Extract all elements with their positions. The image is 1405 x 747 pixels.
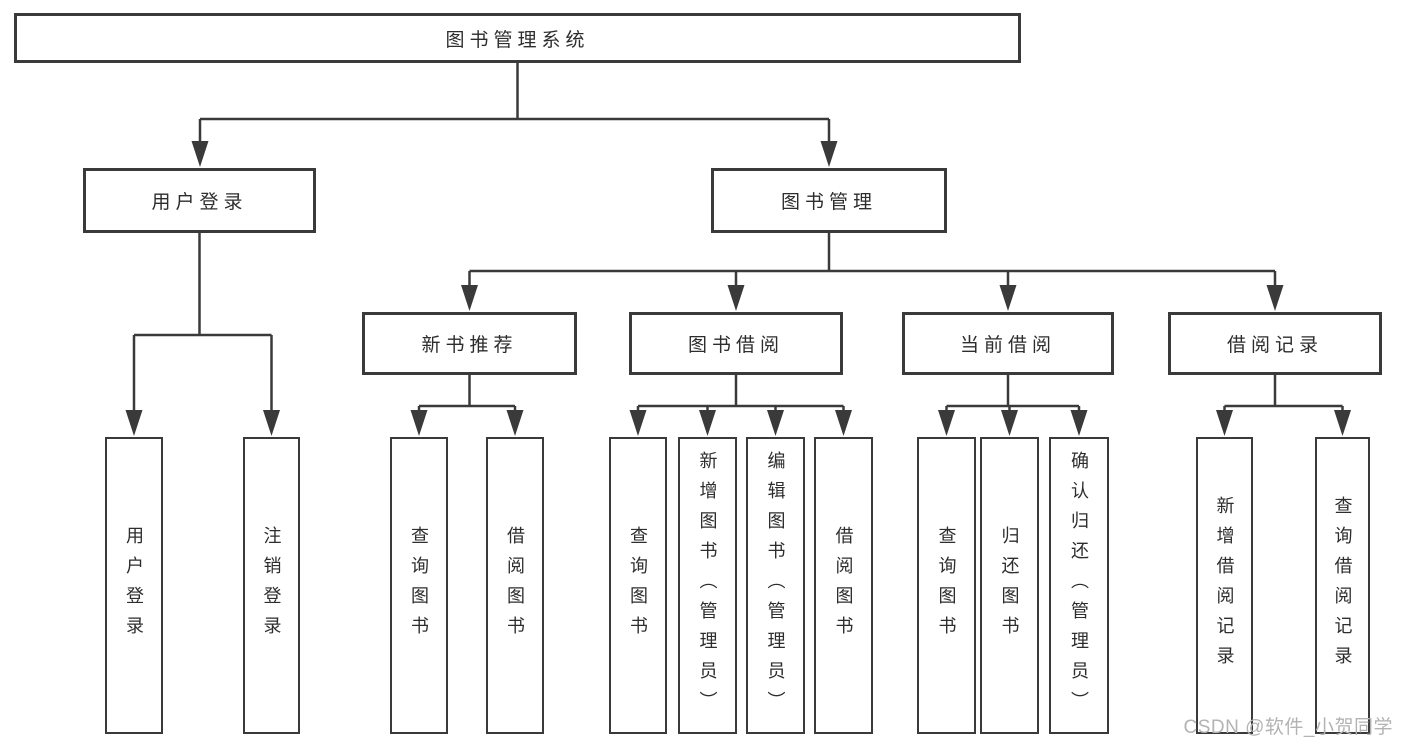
leaf-borrow-edit-books-admin: 编辑图书（管理员）	[746, 437, 805, 734]
node-book-borrowing: 图书借阅	[629, 312, 843, 375]
leaf-current-return-books: 归还图书	[980, 437, 1039, 734]
connector-book-mgmt-to-level3	[461, 233, 1284, 311]
node-new-book-recommend: 新书推荐	[362, 312, 577, 375]
node-library-system: 图书管理系统	[14, 13, 1021, 63]
leaf-borrow-edit-books-admin-label: 编辑图书（管理员）	[765, 450, 786, 721]
leaf-borrow-borrow-books-label: 借阅图书	[833, 525, 854, 646]
connector-borrow-records-to-leaves	[1216, 375, 1351, 436]
node-library-system-label: 图书管理系统	[445, 29, 590, 51]
connector-current-borrow-to-leaves	[938, 375, 1088, 436]
leaf-current-confirm-return-admin: 确认归还（管理员）	[1049, 437, 1109, 734]
leaf-newbook-query-books-label: 查询图书	[409, 525, 429, 646]
leaf-records-query-record-label: 查询借阅记录	[1332, 495, 1353, 676]
leaf-user-login: 用户登录	[105, 437, 163, 734]
leaf-current-query-books: 查询图书	[917, 437, 976, 734]
node-new-book-recommend-label: 新书推荐	[421, 335, 518, 356]
node-user-login-label: 用户登录	[151, 192, 248, 213]
leaf-current-query-books-label: 查询图书	[936, 525, 957, 646]
leaf-newbook-borrow-books: 借阅图书	[486, 437, 544, 734]
leaf-newbook-borrow-books-label: 借阅图书	[505, 525, 525, 646]
leaf-logout-label: 注销登录	[261, 525, 282, 646]
leaf-borrow-query-books: 查询图书	[609, 437, 667, 734]
node-current-borrowing-label: 当前借阅	[959, 335, 1056, 356]
leaf-borrow-query-books-label: 查询图书	[628, 525, 648, 646]
leaf-logout: 注销登录	[243, 437, 300, 734]
node-book-management-label: 图书管理	[780, 192, 877, 213]
connector-book-borrow-to-leaves	[629, 375, 852, 436]
connector-new-book-to-leaves	[410, 375, 524, 436]
leaf-borrow-borrow-books: 借阅图书	[814, 437, 873, 734]
node-borrow-records-label: 借阅记录	[1226, 335, 1323, 356]
leaf-records-add-record-label: 新增借阅记录	[1214, 495, 1235, 676]
node-book-management: 图书管理	[711, 168, 947, 233]
leaf-records-add-record: 新增借阅记录	[1196, 437, 1253, 734]
node-current-borrowing: 当前借阅	[902, 312, 1114, 375]
leaf-current-return-books-label: 归还图书	[999, 525, 1020, 646]
leaf-user-login-label: 用户登录	[124, 525, 144, 646]
csdn-watermark: CSDN @软件_小贺同学	[1183, 717, 1393, 738]
node-user-login: 用户登录	[83, 168, 316, 233]
leaf-borrow-add-books-admin: 新增图书（管理员）	[678, 437, 737, 734]
node-book-borrowing-label: 图书借阅	[687, 335, 784, 356]
connector-root-to-level2	[191, 63, 838, 167]
leaf-records-query-record: 查询借阅记录	[1315, 437, 1370, 734]
connector-user-login-to-leaves	[125, 233, 280, 436]
leaf-current-confirm-return-admin-label: 确认归还（管理员）	[1069, 450, 1089, 721]
node-borrow-records: 借阅记录	[1168, 312, 1382, 375]
leaf-borrow-add-books-admin-label: 新增图书（管理员）	[697, 450, 718, 721]
leaf-newbook-query-books: 查询图书	[390, 437, 448, 734]
